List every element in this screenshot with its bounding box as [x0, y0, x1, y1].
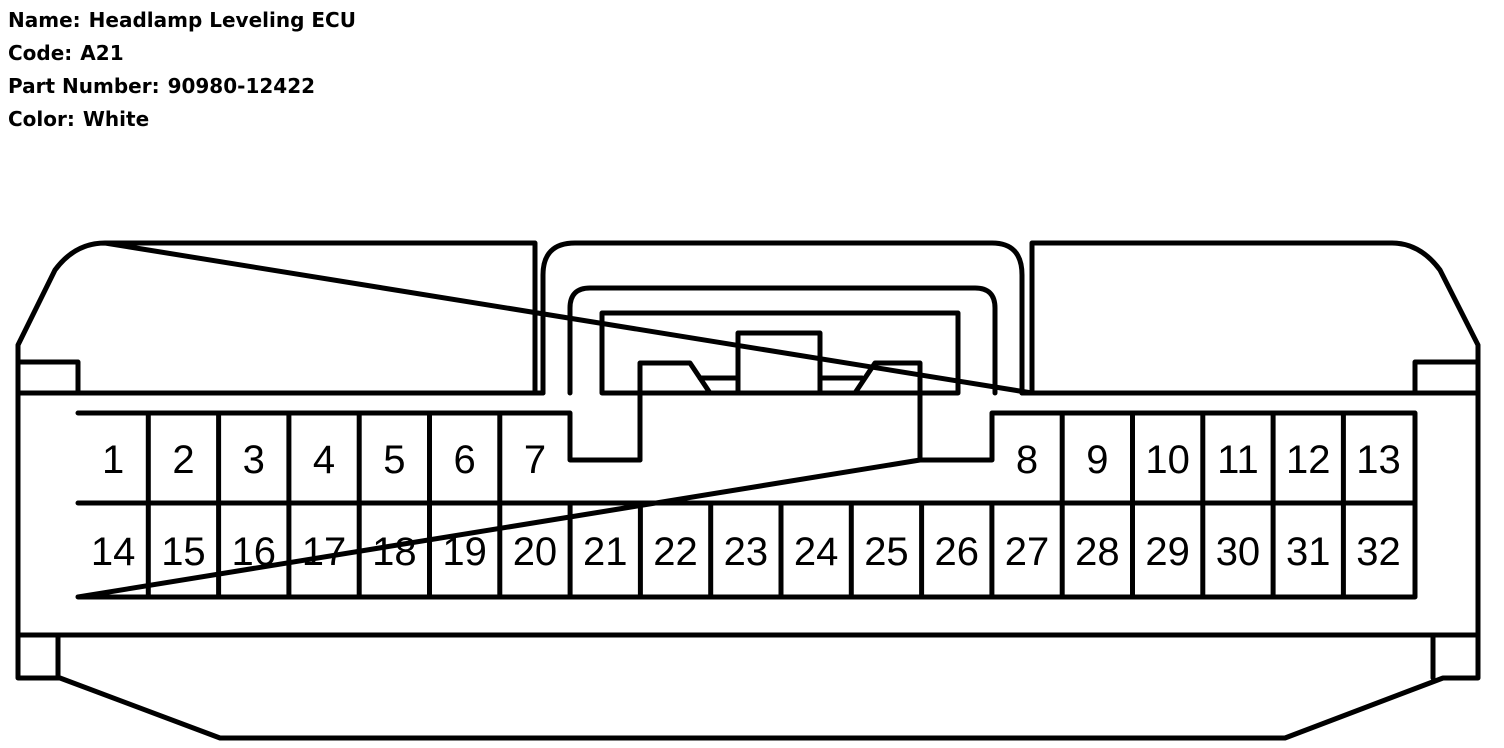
pin-7-label: 7: [524, 438, 546, 482]
pin-2-label: 2: [172, 438, 194, 482]
pin-32-label: 32: [1356, 530, 1401, 574]
pin-27-label: 27: [1005, 530, 1050, 574]
pin-1-label: 1: [102, 438, 124, 482]
pin-10-label: 10: [1145, 438, 1190, 482]
pin-13-label: 13: [1356, 438, 1401, 482]
pin-15-label: 15: [161, 530, 206, 574]
pin-30-label: 30: [1216, 530, 1261, 574]
pin-23-label: 23: [724, 530, 769, 574]
latch-window: [599, 310, 961, 396]
right-top-tab: [1412, 359, 1481, 396]
pin-17-label: 17: [302, 530, 347, 574]
pin-31-label: 31: [1286, 530, 1331, 574]
pin-8-label: 8: [1016, 438, 1038, 482]
pin-22-label: 22: [653, 530, 698, 574]
housing-outline: [15, 240, 1481, 741]
pin-25-label: 25: [864, 530, 909, 574]
lock-tab-outer: [540, 240, 1025, 396]
pin-grid-outline: [75, 410, 1418, 600]
pin-12-label: 12: [1286, 438, 1331, 482]
pin-3-label: 3: [243, 438, 265, 482]
color-value: White: [82, 107, 150, 131]
part-number-value: 90980-12422: [167, 74, 316, 98]
pin-21-label: 21: [583, 530, 628, 574]
color-row: Color: White: [8, 103, 356, 136]
pin-11-label: 11: [1217, 438, 1259, 482]
pin-19-label: 19: [442, 530, 487, 574]
part-number-label: Part Number:: [8, 74, 160, 98]
pin-4-label: 4: [313, 438, 335, 482]
name-value: Headlamp Leveling ECU: [88, 8, 356, 32]
connector-info: Name: Headlamp Leveling ECU Code: A21 Part…: [8, 4, 356, 136]
part-number-row: Part Number: 90980-12422: [8, 70, 356, 103]
pin-14-label: 14: [91, 530, 136, 574]
pin-16-label: 16: [232, 530, 277, 574]
pin-20-label: 20: [513, 530, 558, 574]
name-row: Name: Headlamp Leveling ECU: [8, 4, 356, 37]
code-value: A21: [80, 41, 124, 65]
pin-28-label: 28: [1075, 530, 1120, 574]
pin-18-label: 18: [372, 530, 417, 574]
pin-29-label: 29: [1145, 530, 1190, 574]
pin-26-label: 26: [935, 530, 980, 574]
code-row: Code: A21: [8, 37, 356, 70]
lock-tab-inner: [567, 285, 998, 396]
pin-6-label: 6: [454, 438, 476, 482]
pin-24-label: 24: [794, 530, 839, 574]
pin-5-label: 5: [383, 438, 405, 482]
code-label: Code:: [8, 41, 73, 65]
left-top-tab: [15, 359, 81, 396]
name-label: Name:: [8, 8, 81, 32]
color-label: Color:: [8, 107, 75, 131]
pin-9-label: 9: [1086, 438, 1108, 482]
